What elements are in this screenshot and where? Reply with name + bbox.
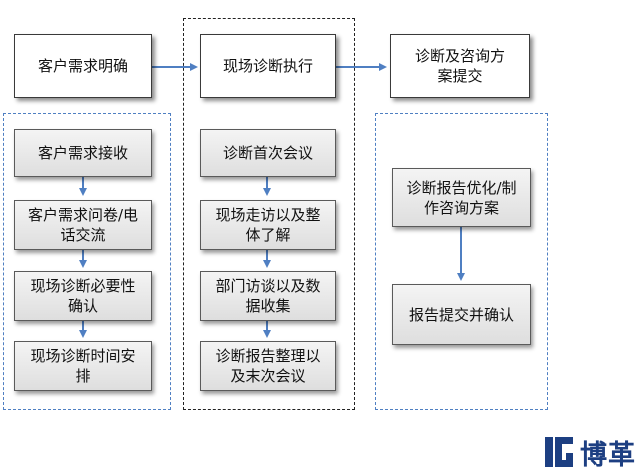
c2-step-2: 现场走访以及整体了解 xyxy=(200,200,336,250)
brand-logo: 博革 xyxy=(543,434,636,471)
c3-step-2-label: 报告提交并确认 xyxy=(409,305,515,324)
c2-step-3: 部门访谈以及数据收集 xyxy=(200,271,336,321)
c2-step-4-label: 诊断报告整理以及末次会议 xyxy=(215,347,321,385)
c2-step-3-label: 部门访谈以及数据收集 xyxy=(215,277,321,315)
c2-step-1-label: 诊断首次会议 xyxy=(222,144,313,162)
c1-step-2: 客户需求问卷/电话交流 xyxy=(14,200,152,250)
c1-step-4: 现场诊断时间安排 xyxy=(14,341,152,391)
group-frame-customer-needs xyxy=(3,113,171,410)
c3-step-1: 诊断报告优化/制作咨询方案 xyxy=(392,168,531,227)
c1-step-1-label: 客户需求接收 xyxy=(37,144,128,162)
c2-step-1: 诊断首次会议 xyxy=(200,129,336,177)
c2-step-2-label: 现场走访以及整体了解 xyxy=(215,206,321,244)
group-frame-onsite-diagnosis xyxy=(183,18,355,410)
c1-step-2-label: 客户需求问卷/电话交流 xyxy=(27,206,139,244)
c1-step-1: 客户需求接收 xyxy=(14,129,152,177)
group-frame-proposal xyxy=(375,113,548,410)
c1-step-4-label: 现场诊断时间安排 xyxy=(30,347,136,385)
brand-name: 博革 xyxy=(580,439,636,471)
stage-onsite-diagnosis: 现场诊断执行 xyxy=(200,34,336,98)
brand-mark-icon xyxy=(545,437,573,467)
c3-step-1-label: 诊断报告优化/制作咨询方案 xyxy=(406,178,517,217)
c1-step-3: 现场诊断必要性确认 xyxy=(14,271,152,321)
stage-customer-needs-label: 客户需求明确 xyxy=(37,57,128,75)
c2-step-4: 诊断报告整理以及末次会议 xyxy=(200,341,336,391)
stage-customer-needs: 客户需求明确 xyxy=(14,34,152,98)
stage-proposal-submission-label: 诊断及咨询方案提交 xyxy=(414,47,505,85)
c3-step-2: 报告提交并确认 xyxy=(392,284,531,345)
stage-proposal-submission: 诊断及咨询方案提交 xyxy=(390,34,530,98)
stage-onsite-diagnosis-label: 现场诊断执行 xyxy=(222,57,313,75)
c1-step-3-label: 现场诊断必要性确认 xyxy=(30,277,136,315)
